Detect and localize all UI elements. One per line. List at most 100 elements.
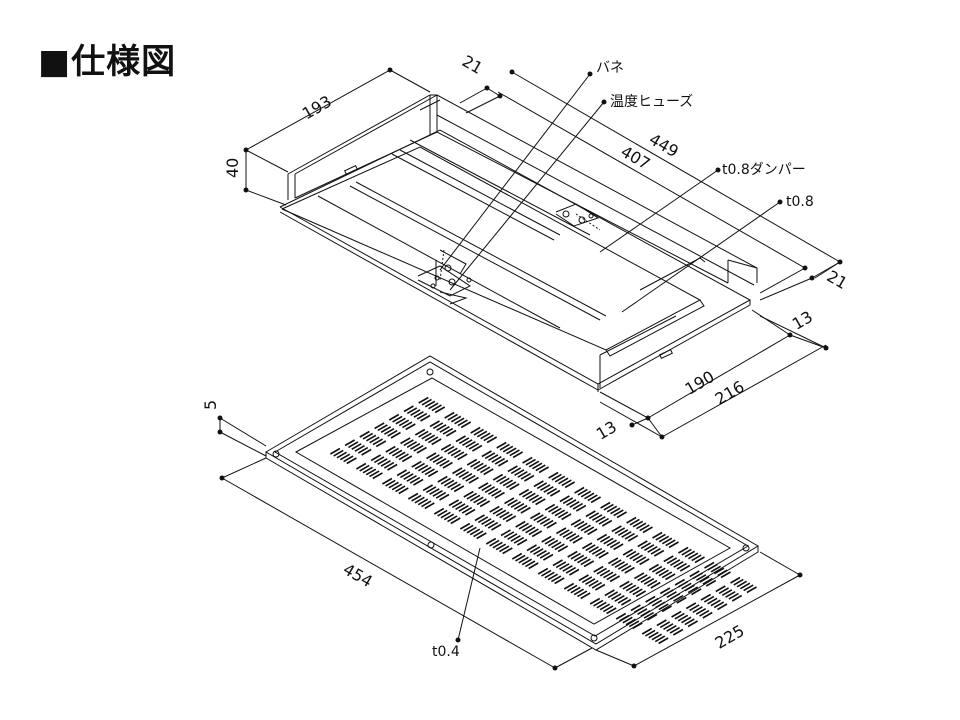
grille-slot xyxy=(377,424,388,432)
grille-slot xyxy=(473,462,484,470)
grille-slot xyxy=(731,594,743,602)
grille-slot xyxy=(346,457,357,465)
grille-slot xyxy=(544,537,555,545)
grille-slot xyxy=(663,555,674,563)
grille-slot xyxy=(661,605,673,613)
grille-slot xyxy=(577,522,588,530)
grille-slot xyxy=(570,586,581,594)
grille-slot xyxy=(666,557,678,565)
grille-slot xyxy=(377,458,388,465)
dim-40: 40 xyxy=(223,158,242,178)
grille-slot xyxy=(473,496,484,504)
grille-slot xyxy=(339,453,351,461)
grille-slot xyxy=(492,507,503,515)
grille-slot xyxy=(457,419,468,427)
grille-slot xyxy=(536,482,548,490)
grille-slot xyxy=(665,539,676,547)
grille-slot xyxy=(626,516,637,524)
grille-slot xyxy=(528,494,540,502)
grille-slot xyxy=(451,501,463,509)
grille-slot xyxy=(650,581,661,589)
grille-slot xyxy=(577,556,588,564)
grille-slot xyxy=(567,550,578,558)
grille-slot xyxy=(669,593,681,600)
grille-slot xyxy=(595,516,606,523)
grille-slot xyxy=(442,427,454,435)
grille-slot xyxy=(692,572,704,580)
grille-slot xyxy=(583,560,595,568)
grille-slot xyxy=(347,441,359,449)
grille-slot xyxy=(424,400,436,408)
grille-slot xyxy=(628,620,640,628)
grille-slot xyxy=(643,611,655,619)
grille-slot xyxy=(453,451,465,459)
grille-slot xyxy=(564,481,576,489)
grille-slot xyxy=(672,628,684,636)
grille-slot xyxy=(533,548,544,555)
grille-slot xyxy=(676,596,687,604)
grille-slot xyxy=(400,437,411,445)
grille-slot xyxy=(450,415,462,423)
grille-slot xyxy=(699,576,710,583)
grille-slot xyxy=(533,480,544,488)
grille-slot xyxy=(522,490,533,498)
grille-slot xyxy=(391,449,403,457)
grille-slot xyxy=(505,481,517,489)
grille-slot xyxy=(499,443,510,451)
grille-slot xyxy=(619,614,630,622)
grille-slot xyxy=(625,550,637,558)
grille-slot xyxy=(381,477,393,485)
grille-slot xyxy=(645,595,656,603)
grille-slot xyxy=(559,529,570,537)
grille-slot xyxy=(512,451,524,459)
grille-slot xyxy=(474,514,485,522)
grille-slot xyxy=(509,483,520,491)
grille-slot xyxy=(478,482,489,490)
grille-slot xyxy=(592,514,603,521)
grille-slot xyxy=(562,497,574,505)
grille-slot xyxy=(395,451,406,459)
grille-slot xyxy=(422,484,434,492)
grille-slot xyxy=(525,526,536,534)
grille-slot xyxy=(598,551,609,559)
grille-slot xyxy=(427,470,439,478)
grille-slot xyxy=(599,535,611,543)
grille-slot xyxy=(567,584,578,592)
grille-slot xyxy=(658,535,670,543)
grille-slot xyxy=(497,459,509,467)
grille-slot xyxy=(409,443,421,450)
grille-slot xyxy=(684,584,695,592)
grille-slot xyxy=(465,474,476,482)
grille-slot xyxy=(524,560,536,568)
grille-slot xyxy=(398,487,409,495)
grille-slot xyxy=(372,472,383,480)
grille-slot xyxy=(361,448,372,456)
grille-slot xyxy=(668,541,679,549)
grille-slot xyxy=(383,461,395,469)
grille-slot xyxy=(588,580,599,587)
grille-slot xyxy=(463,524,474,532)
grille-slot xyxy=(661,571,673,579)
grille-slot xyxy=(504,497,515,505)
grille-slot xyxy=(484,520,495,527)
grille-slot xyxy=(333,449,344,457)
grille-slot xyxy=(673,594,684,602)
grille-slot xyxy=(721,589,733,596)
grille-slot xyxy=(619,580,630,588)
grille-slot xyxy=(479,500,491,508)
grille-slot xyxy=(684,618,695,626)
grille-slot xyxy=(436,424,447,431)
grille-slot xyxy=(639,524,650,532)
grille-slot xyxy=(572,502,583,510)
grille-slot xyxy=(717,569,728,577)
grille-slot xyxy=(420,414,431,422)
grille-slot xyxy=(561,479,572,487)
grille-slot xyxy=(710,565,722,573)
grille-slot xyxy=(489,505,500,513)
grille-slot xyxy=(421,466,432,474)
grille-slot xyxy=(580,592,591,600)
grille-slot xyxy=(604,589,615,597)
grille-slot xyxy=(691,554,702,562)
grille-slot xyxy=(577,488,588,496)
